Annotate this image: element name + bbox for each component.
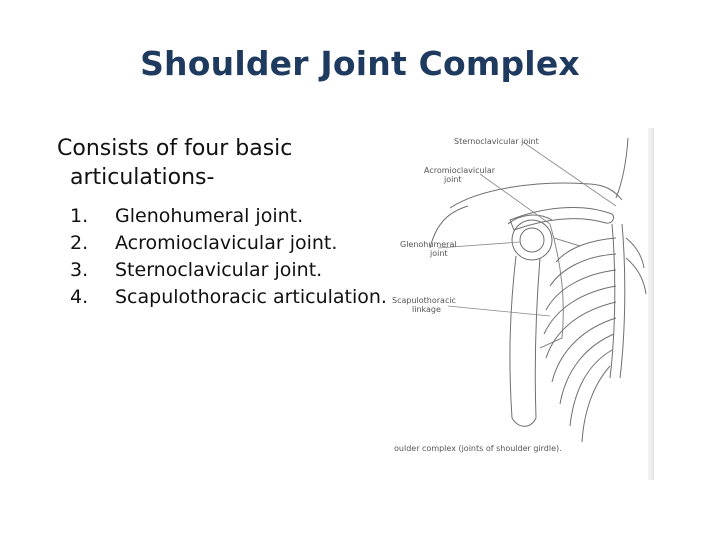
list-item: 4. Scapulothoracic articulation. [70, 284, 390, 311]
label-acromioclavicular-2: joint [444, 175, 462, 184]
slide-title: Shoulder Joint Complex [140, 44, 580, 83]
intro-line-1: Consists of four basic [57, 136, 293, 161]
articulation-list: 1. Glenohumeral joint. 2. Acromioclavicu… [70, 203, 390, 311]
label-glenohumeral-1: Glenohumeral [400, 240, 457, 249]
figure-scan-edge [648, 128, 654, 480]
label-acromioclavicular-1: Acromioclavicular [424, 166, 496, 175]
shoulder-anatomy-drawing [429, 137, 647, 443]
figure-caption: oulder complex (joints of shoulder girdl… [394, 444, 562, 453]
list-number: 1. [70, 205, 89, 227]
list-number: 3. [70, 259, 89, 281]
list-text: Glenohumeral joint. [115, 205, 304, 227]
label-scapulothoracic-2: linkage [412, 305, 441, 314]
list-text: Sternoclavicular joint. [115, 259, 323, 281]
label-sternoclavicular: Sternoclavicular joint [454, 137, 539, 146]
list-text: Scapulothoracic articulation. [115, 286, 387, 308]
list-item: 3. Sternoclavicular joint. [70, 257, 390, 284]
label-glenohumeral-2: joint [430, 249, 448, 258]
intro-line-2: articulations- [70, 165, 215, 190]
list-number: 2. [70, 232, 89, 254]
label-scapulothoracic-1: Scapulothoracic [392, 296, 456, 305]
list-item: 2. Acromioclavicular joint. [70, 230, 390, 257]
shoulder-complex-figure: Sternoclavicular joint Acromioclavicular… [390, 128, 653, 480]
list-item: 1. Glenohumeral joint. [70, 203, 390, 230]
list-text: Acromioclavicular joint. [115, 232, 338, 254]
intro-text: Consists of four basic articulations- [57, 134, 377, 192]
list-number: 4. [70, 286, 89, 308]
